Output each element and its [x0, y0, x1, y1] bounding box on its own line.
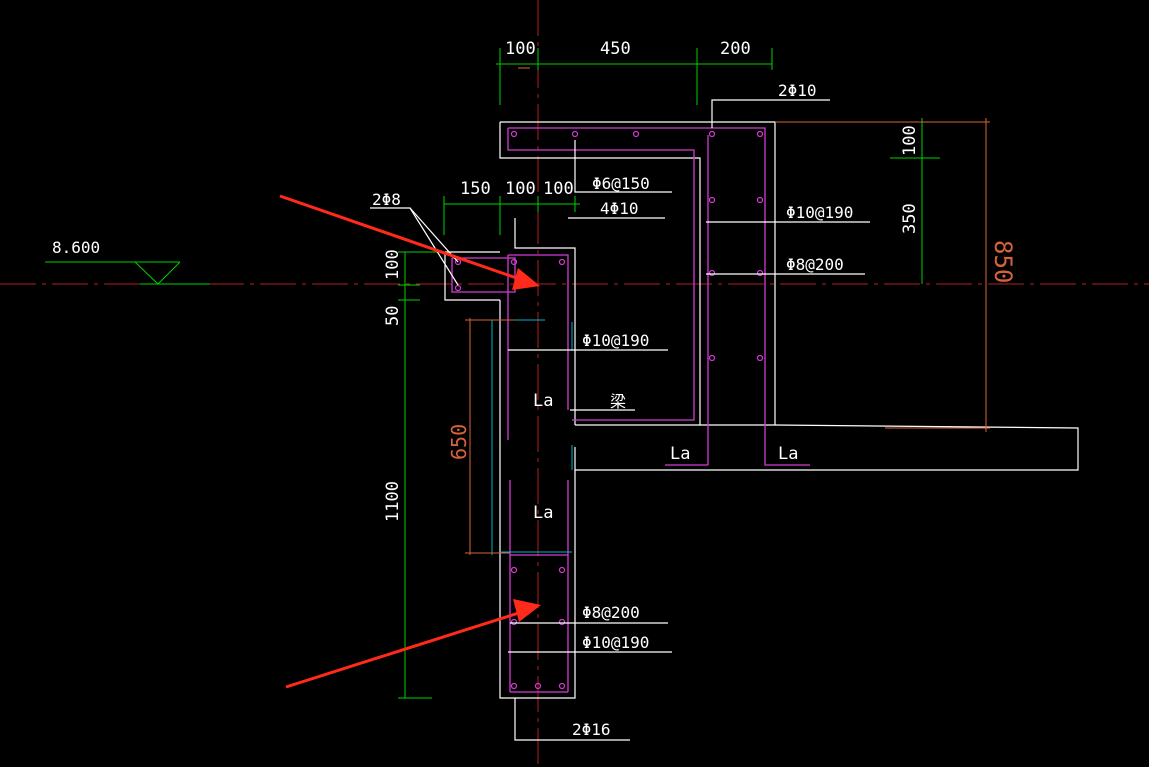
elevation-label: 8.600 [52, 238, 100, 257]
upper-arrow [279, 194, 529, 284]
highlight-arrows [279, 194, 541, 689]
lap-lines [491, 319, 573, 555]
rebar-4phi10: 4Φ10 [600, 199, 639, 218]
overall-dimension-lines [465, 67, 990, 555]
dim-right-350: 350 [900, 203, 920, 234]
la-lower: La [533, 503, 553, 523]
rebar-2phi8: 2Φ8 [372, 190, 401, 209]
dim-top-200: 200 [720, 39, 751, 59]
dim-inner-650: 650 [447, 424, 471, 460]
dim-mid-150: 150 [460, 179, 491, 199]
dim-left-1100: 1100 [383, 481, 403, 522]
lower-arrowhead-icon [513, 599, 541, 622]
rebar-phi10-190-upper: Φ10@190 [582, 331, 649, 350]
la-upper: La [533, 391, 553, 411]
rebar-group [451, 127, 810, 693]
rebar-phi8-200-lower: Φ8@200 [582, 603, 640, 622]
rebar-phi6-150: Φ6@150 [592, 174, 650, 193]
rebar-phi10-190-right: Φ10@190 [786, 203, 853, 222]
rebar-phi8-200-right: Φ8@200 [786, 255, 844, 274]
lower-arrow [285, 608, 529, 689]
leader-lines [370, 99, 870, 653]
rebar-2phi16: 2Φ16 [572, 720, 611, 739]
upper-arrowhead-icon [512, 268, 540, 290]
dim-top-450: 450 [600, 39, 631, 59]
concrete-outline [444, 121, 1079, 741]
dim-top-100: 100 [505, 39, 536, 59]
dim-mid-100b: 100 [543, 179, 574, 199]
dim-left-100: 100 [383, 249, 403, 280]
dim-overall-850: 850 [989, 240, 1017, 283]
dim-mid-100a: 100 [505, 179, 536, 199]
beam-mark: 梁 [610, 392, 626, 411]
rebar-top-2phi10: 2Φ10 [778, 81, 817, 100]
la-bottom-right: La [778, 444, 798, 464]
la-bottom-left: La [670, 444, 690, 464]
dim-left-50: 50 [383, 306, 403, 326]
dim-right-100: 100 [900, 125, 920, 156]
rebar-phi10-190-lower: Φ10@190 [582, 633, 649, 652]
